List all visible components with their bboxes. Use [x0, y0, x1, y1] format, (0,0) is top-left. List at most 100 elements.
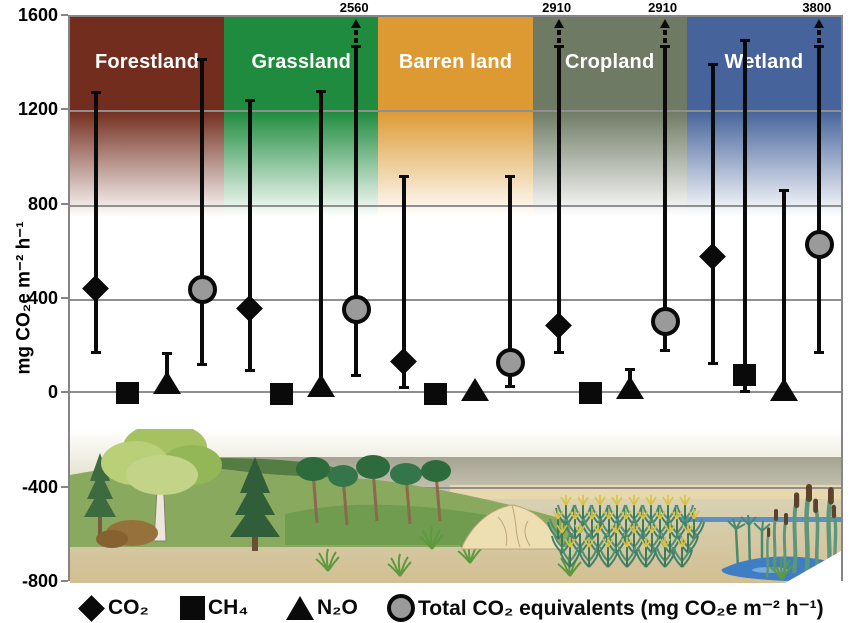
- legend-item-co2: CO₂: [78, 593, 149, 623]
- error-bar: [319, 90, 324, 389]
- band-label-forestland: Forestland: [94, 51, 200, 73]
- off-scale-dash: [556, 38, 561, 43]
- marker-n-o-wetland: [769, 377, 798, 401]
- error-bar-cap: [91, 351, 101, 355]
- y-tick-mark: [61, 203, 68, 205]
- off-scale-value: 2910: [648, 0, 678, 15]
- error-bar-cap: [659, 348, 670, 352]
- error-bar: [248, 100, 253, 371]
- error-bar: [200, 59, 204, 365]
- gridline: [70, 391, 841, 393]
- marker-ch-wetland: [732, 364, 756, 387]
- error-bar: [710, 63, 715, 364]
- y-tick-mark: [61, 580, 68, 582]
- off-scale-value: 2560: [339, 0, 369, 15]
- error-bar-cap: [505, 384, 516, 388]
- landscape-illustration: [70, 429, 841, 583]
- legend-label-total: Total CO₂ equivalents (mg CO₂e m⁻² h⁻¹): [418, 596, 824, 620]
- y-tick-label: 1200: [17, 99, 58, 119]
- off-scale-dash: [816, 38, 821, 43]
- marker-co-forestland: [82, 274, 109, 302]
- y-tick-label: 1600: [17, 5, 58, 25]
- y-tick-label: -400: [21, 477, 58, 497]
- marker-n-o-barren-land: [461, 377, 490, 401]
- off-scale-value: 3800: [802, 0, 832, 15]
- error-bar-cap: [245, 368, 256, 372]
- marker-n-o-cropland: [615, 376, 644, 400]
- y-tick-label: 800: [27, 194, 58, 214]
- off-scale-arrow-icon: [659, 19, 670, 28]
- off-scale-value: 2910: [542, 0, 572, 15]
- error-bar: [508, 176, 513, 387]
- error-bar-cap: [399, 175, 410, 179]
- marker-co-wetland: [698, 243, 726, 270]
- legend-item-ch4: CH₄: [180, 593, 248, 623]
- circle-icon: [387, 594, 415, 622]
- error-bar-cap: [813, 351, 824, 355]
- off-scale-dash: [662, 30, 667, 35]
- legend-label-n2o: N₂O: [317, 596, 358, 619]
- off-scale-dash: [556, 30, 561, 35]
- error-bar-cap: [707, 62, 718, 66]
- error-bar: [402, 176, 407, 389]
- marker-total-co-equivalents-cropland: [650, 307, 680, 337]
- triangle-icon: [286, 596, 314, 620]
- error-bar-cap: [197, 58, 207, 62]
- error-bar-cap: [659, 45, 670, 48]
- y-tick-mark: [61, 297, 68, 299]
- marker-total-co-equivalents-wetland: [804, 230, 834, 260]
- off-scale-labels: 2910 2560 2910 3800: [0, 0, 850, 15]
- y-tick-mark: [61, 486, 68, 488]
- error-bar-cap: [739, 39, 750, 43]
- y-tick-mark: [61, 108, 68, 110]
- off-scale-arrow-icon: [813, 19, 824, 28]
- legend-label-ch4: CH₄: [208, 596, 249, 619]
- legend-item-total: Total CO₂ equivalents (mg CO₂e m⁻² h⁻¹): [387, 593, 824, 623]
- diamond-icon: [78, 594, 105, 622]
- marker-co-grassland: [236, 294, 264, 322]
- marker-n-o-grassland: [307, 374, 336, 398]
- y-tick-label: 400: [27, 288, 58, 308]
- off-scale-dash: [354, 30, 359, 35]
- marker-co-cropland: [544, 312, 572, 340]
- y-tick-label: -800: [21, 571, 58, 591]
- error-bar-cap: [245, 99, 256, 103]
- error-bar-cap: [778, 189, 789, 193]
- error-bar: [742, 40, 747, 392]
- off-scale-arrow-icon: [351, 19, 362, 28]
- error-bar-cap: [351, 45, 362, 48]
- off-scale-dash: [354, 38, 359, 43]
- error-bar-cap: [91, 90, 101, 94]
- error-bar: [354, 46, 359, 377]
- error-bar-cap: [707, 361, 718, 365]
- legend-label-co2: CO₂: [108, 596, 149, 619]
- error-bar-cap: [739, 389, 750, 393]
- marker-ch-forestland: [116, 381, 139, 404]
- corner-wedge: [785, 551, 841, 583]
- gridline: [70, 299, 841, 301]
- error-bar-cap: [197, 362, 207, 366]
- error-bar-cap: [553, 45, 564, 48]
- marker-ch-barren-land: [424, 383, 448, 405]
- marker-ch-grassland: [270, 383, 294, 405]
- error-bar-cap: [553, 351, 564, 355]
- error-bar: [165, 353, 169, 385]
- off-scale-dash: [816, 30, 821, 35]
- plot-area: Forestland Grassland Barren land Croplan…: [68, 15, 843, 583]
- marker-total-co-equivalents-forestland: [188, 274, 217, 304]
- legend-item-n2o: N₂O: [286, 593, 358, 623]
- error-bar-cap: [162, 352, 172, 356]
- error-bar: [816, 46, 821, 354]
- gridline: [70, 205, 841, 207]
- y-tick-mark: [61, 391, 68, 393]
- y-tick-label: 0: [47, 382, 58, 402]
- off-scale-dash: [662, 38, 667, 43]
- error-bar: [662, 46, 667, 351]
- off-scale-arrow-icon: [553, 19, 564, 28]
- error-bar: [94, 91, 98, 354]
- square-icon: [180, 596, 205, 620]
- error-bar-cap: [316, 89, 327, 93]
- y-tick-mark: [61, 14, 68, 16]
- error-bar: [556, 46, 561, 354]
